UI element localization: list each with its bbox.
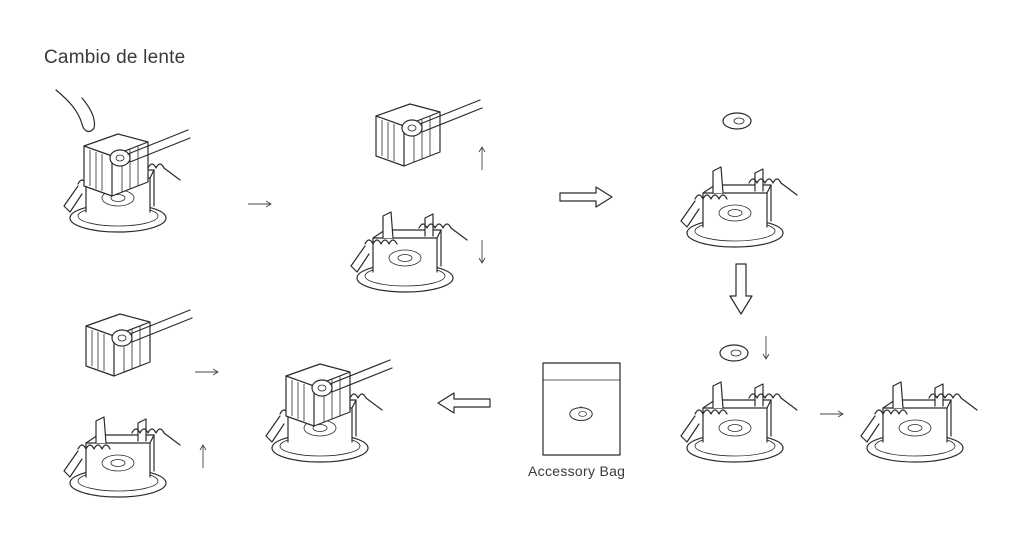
arrow-right-2 bbox=[820, 410, 844, 418]
arrow-down-1 bbox=[478, 240, 486, 264]
accessory-bag-label: Accessory Bag bbox=[528, 463, 626, 479]
step-3-lens-removed bbox=[680, 112, 798, 248]
finger-icon bbox=[55, 89, 96, 133]
step-8-module-above bbox=[85, 309, 193, 377]
arrow-right-1 bbox=[248, 200, 272, 208]
arrow-up-1 bbox=[478, 146, 486, 170]
arrow-down-large bbox=[729, 263, 753, 315]
step-8-housing bbox=[63, 416, 181, 498]
step-2-module-lifted bbox=[375, 99, 483, 167]
arrow-right-large bbox=[559, 186, 613, 208]
arrow-left-large bbox=[437, 392, 491, 414]
step-2-housing bbox=[350, 211, 468, 293]
step-5-housing-ready bbox=[860, 381, 978, 463]
arrow-up-2 bbox=[199, 444, 207, 468]
accessory-bag bbox=[542, 362, 621, 456]
arrow-right-3 bbox=[195, 368, 219, 376]
step-4-lens-insert bbox=[680, 336, 798, 463]
step-7-reassembled bbox=[265, 359, 393, 463]
step-1-assembled-press bbox=[55, 89, 191, 233]
page-title: Cambio de lente bbox=[44, 47, 186, 68]
